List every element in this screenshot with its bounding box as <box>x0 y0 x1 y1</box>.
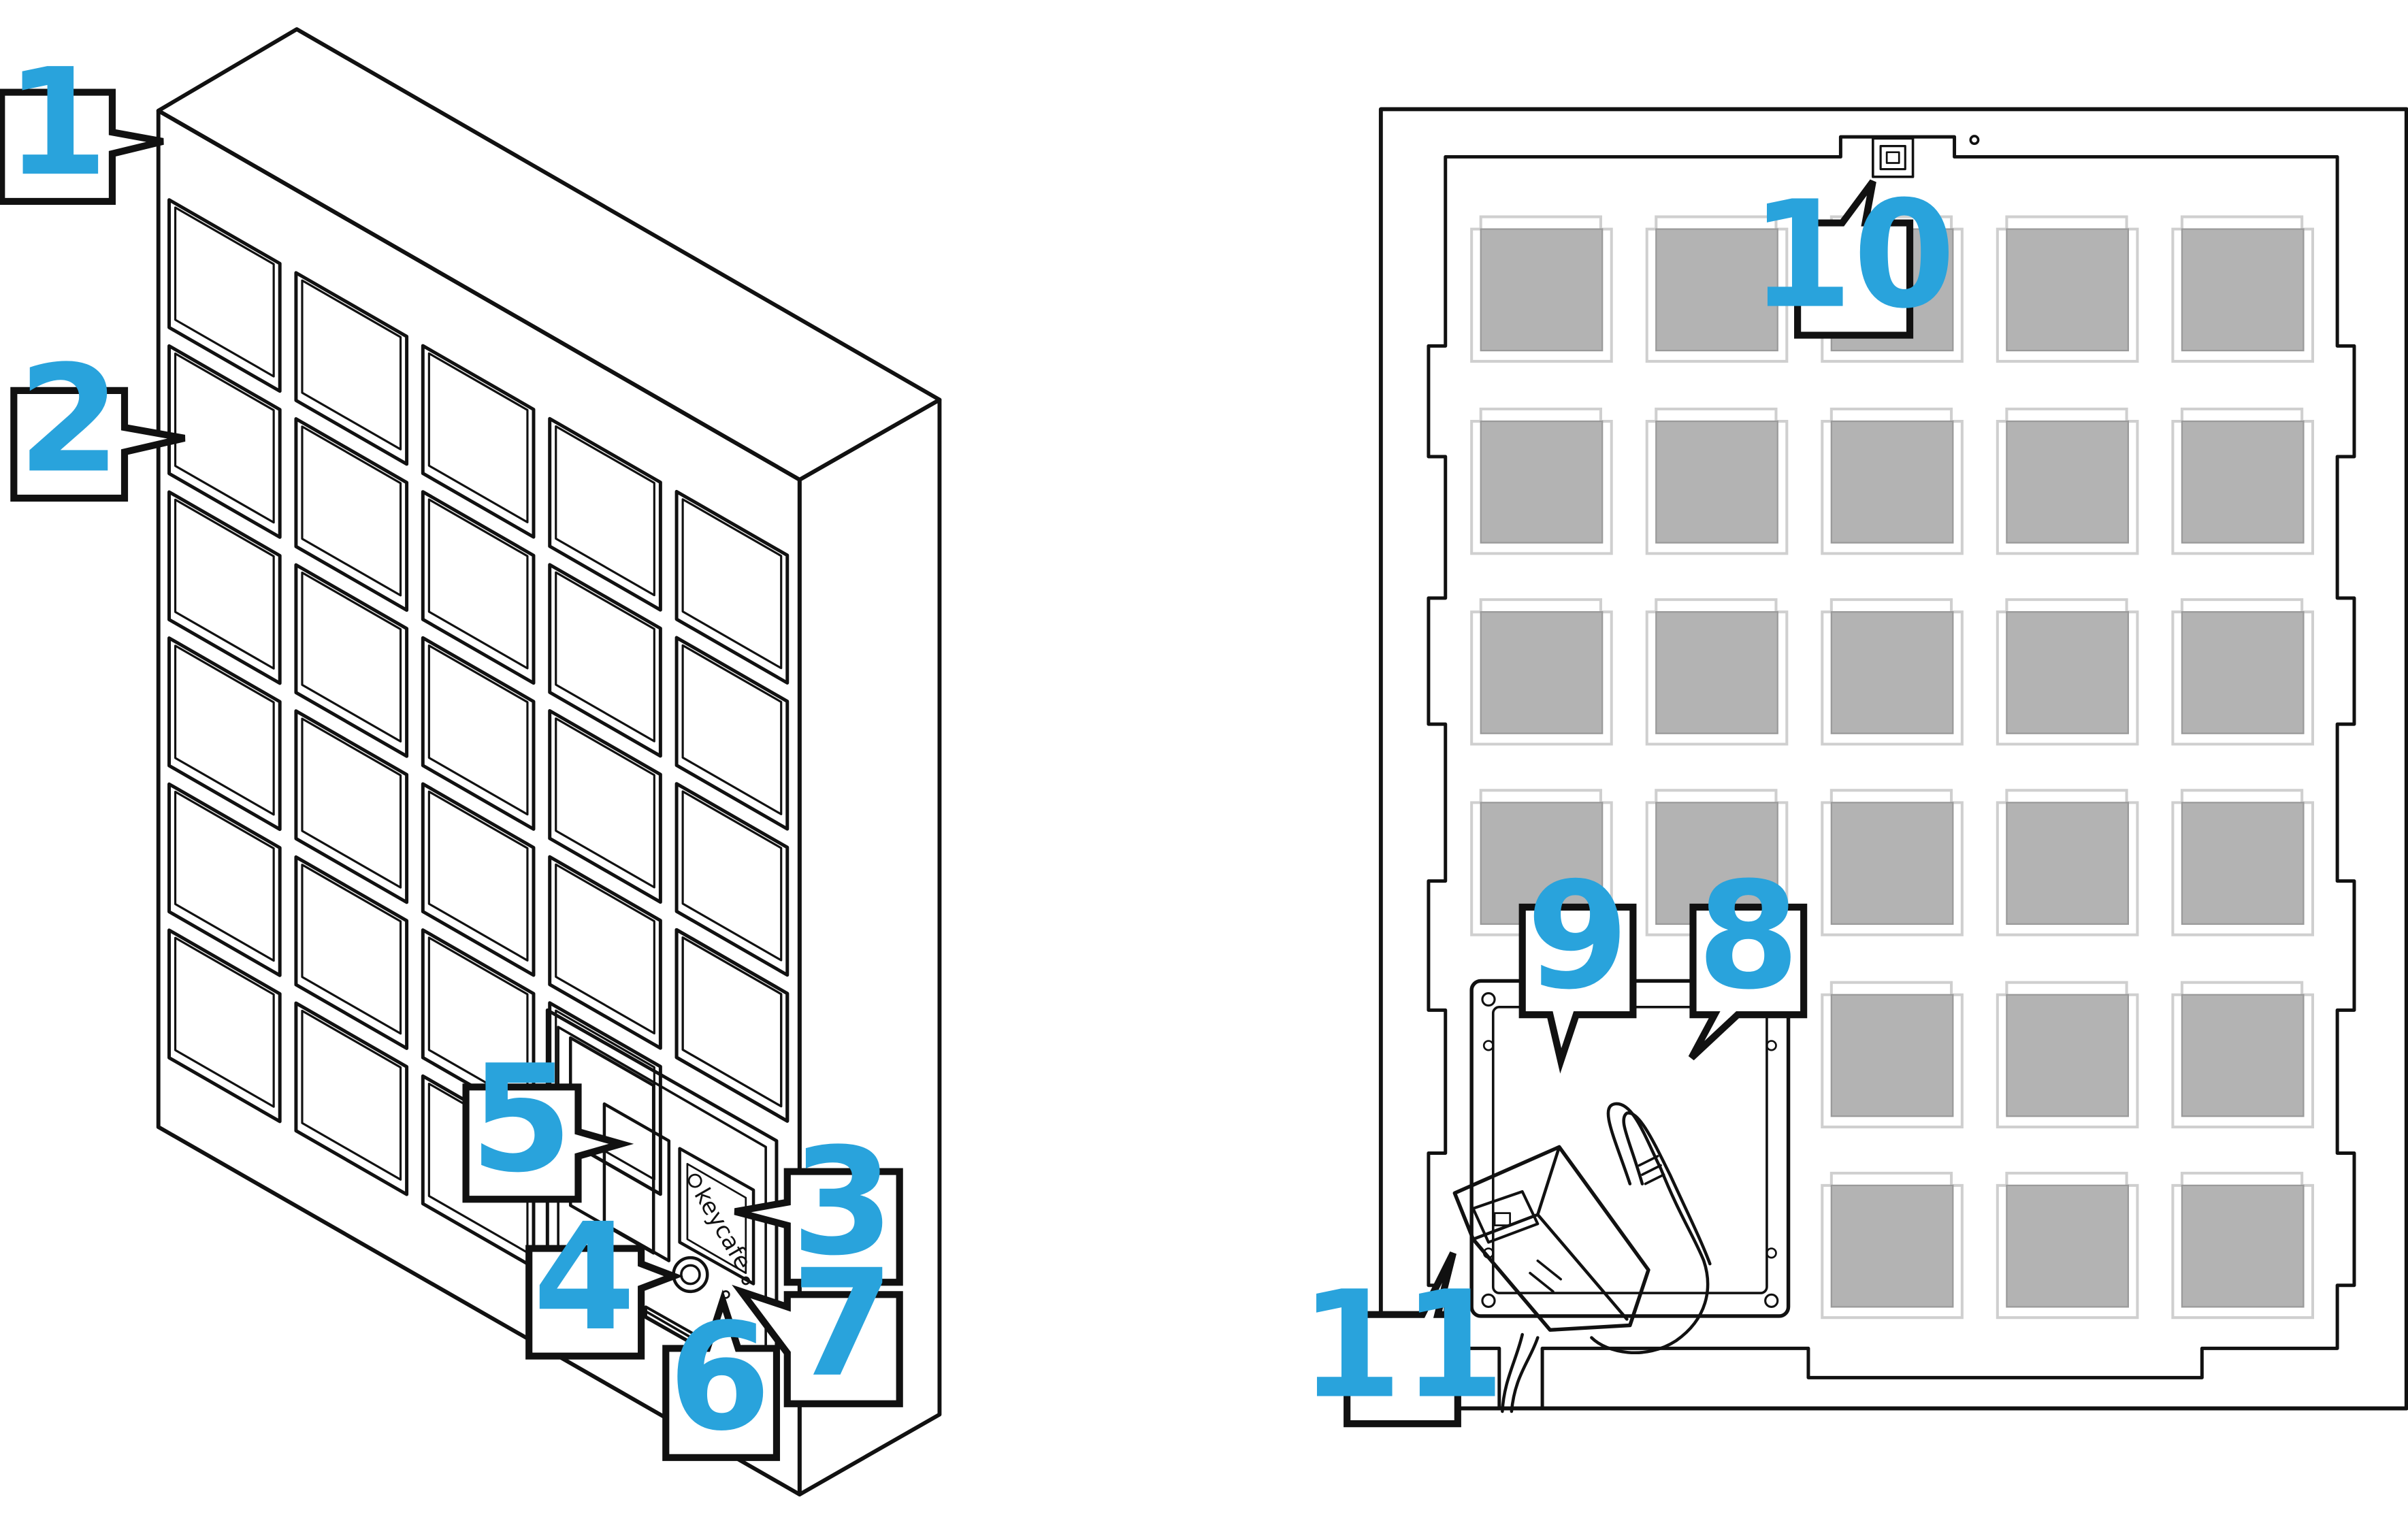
key-slot-opening <box>602 1102 671 1262</box>
key-compartment <box>548 416 662 612</box>
key-compartment <box>294 271 409 466</box>
callout-10: 10 <box>1751 170 1956 342</box>
power-adapter-icon <box>1452 1102 1712 1413</box>
key-compartment-back <box>2171 1171 2315 1320</box>
usb-port-icon[interactable] <box>1872 137 1915 178</box>
key-compartment-back <box>1996 789 2139 936</box>
key-compartment-back <box>1821 407 1964 555</box>
callout-3: 3 <box>734 1117 903 1288</box>
key-compartment <box>421 490 536 685</box>
callout-10-number: 10 <box>1751 170 1956 342</box>
callout-4-number: 4 <box>533 1192 636 1364</box>
key-compartment-back <box>1470 407 1613 555</box>
key-compartment-back <box>1996 1171 2139 1320</box>
callout-9: 9 <box>1518 851 1637 1074</box>
key-compartment-back <box>1996 598 2139 746</box>
key-compartment <box>294 417 409 612</box>
cabinet-front-face <box>156 108 802 1496</box>
callout-1-number: 1 <box>5 37 108 209</box>
key-compartment-back <box>1645 598 1789 746</box>
key-compartment <box>167 928 282 1124</box>
key-compartment <box>421 636 536 831</box>
callout-6-number: 6 <box>668 1292 771 1464</box>
key-compartment <box>294 1001 409 1196</box>
key-compartment <box>674 489 790 685</box>
led-indicator-icon <box>741 1276 751 1285</box>
callout-8: 8 <box>1688 851 1808 1061</box>
key-compartment <box>167 490 282 685</box>
key-compartment-back <box>1996 981 2139 1129</box>
back-panel-inner-outline <box>1427 135 2356 1411</box>
back-compartment-grid <box>1470 215 2315 1320</box>
callout-7-number: 7 <box>792 1239 894 1410</box>
key-compartment <box>294 855 409 1050</box>
key-compartment-back <box>1470 215 1613 363</box>
key-compartment-back <box>1821 1171 1964 1320</box>
back-view <box>1378 107 2408 1413</box>
key-compartment-back <box>2171 981 2315 1129</box>
key-compartment-back <box>2171 789 2315 936</box>
key-compartment <box>421 782 536 977</box>
key-compartment-back <box>1996 215 2139 363</box>
key-compartment-back <box>1821 789 1964 936</box>
callout-7: 7 <box>732 1239 903 1410</box>
key-compartment-back <box>2171 598 2315 746</box>
key-compartment-back <box>1470 789 1613 936</box>
key-compartment <box>167 782 282 977</box>
callout-9-number: 9 <box>1527 851 1629 1022</box>
key-compartment-back <box>1821 981 1964 1129</box>
callout-11: 11 <box>1300 1251 1506 1431</box>
mounting-hole-icon <box>1969 135 1980 146</box>
key-compartment-back <box>1645 407 1789 555</box>
key-compartment <box>294 563 409 758</box>
key-compartment <box>674 636 790 831</box>
callout-5: 5 <box>462 1034 634 1205</box>
key-compartment <box>167 344 282 539</box>
key-compartment <box>674 928 790 1123</box>
key-compartment-back <box>1470 598 1613 746</box>
callout-8-number: 8 <box>1697 851 1800 1022</box>
key-compartment-back <box>2171 215 2315 363</box>
key-compartment <box>674 782 790 977</box>
callout-6: 6 <box>662 1289 781 1464</box>
cabinet-top-face <box>156 27 942 482</box>
front-compartment-grid <box>167 198 790 1269</box>
callout-2: 2 <box>10 334 186 506</box>
callout-1: 1 <box>0 37 164 209</box>
card-reader-panel <box>678 1147 755 1285</box>
key-compartment-back <box>1645 789 1789 936</box>
key-compartment <box>294 709 409 904</box>
key-compartment-back <box>1996 407 2139 555</box>
key-compartment <box>167 636 282 832</box>
back-panel-outer <box>1378 107 2408 1411</box>
callout-layer: 1 2 3 4 5 6 7 <box>0 37 1956 1464</box>
front-view: keycafe <box>156 27 942 1496</box>
key-compartment <box>167 198 282 393</box>
key-compartment <box>548 709 662 904</box>
key-compartment <box>421 344 536 539</box>
key-compartment-back <box>2171 407 2315 555</box>
key-compartment-back <box>1645 215 1789 363</box>
callout-5-number: 5 <box>470 1034 572 1205</box>
key-compartment-back <box>1821 598 1964 746</box>
callout-3-number: 3 <box>792 1117 894 1288</box>
key-compartment <box>548 563 662 758</box>
callout-2-number: 2 <box>18 334 120 506</box>
callout-4: 4 <box>525 1192 683 1364</box>
callout-11-number: 11 <box>1300 1260 1506 1431</box>
key-compartment <box>548 855 662 1050</box>
